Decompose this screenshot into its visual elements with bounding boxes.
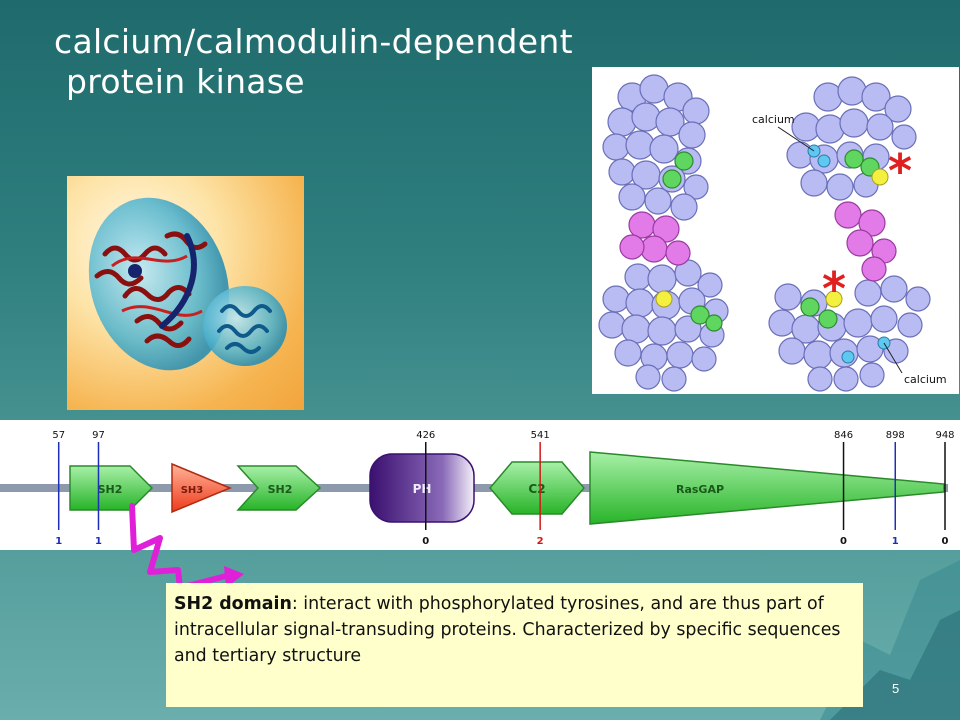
domain-ph-label: PH (413, 482, 432, 496)
left-molecule-atoms (598, 74, 729, 392)
sh2-description-callout: SH2 domain: interact with phosphorylated… (166, 583, 863, 707)
position-count-label: 0 (942, 536, 949, 547)
callout-term: SH2 domain (174, 594, 292, 614)
squiggle-arrow-path (129, 503, 229, 591)
slide-title: calcium/calmodulin-dependent protein kin… (54, 22, 573, 102)
calcium-label-top: calcium (752, 113, 795, 126)
title-line-1: calcium/calmodulin-dependent (54, 22, 573, 61)
asterisk-marker-bottom: * (822, 262, 846, 316)
calcium-leader-lines (777, 126, 903, 374)
calcium-ions (807, 144, 891, 364)
domain-architecture-map: SH2 SH3 SH2 PH C2 RasGAP 57 1 97 1 426 0 541 2 8… (0, 420, 960, 550)
position-tick-label: 948 (935, 430, 954, 441)
domain-c2-label: C2 (528, 482, 545, 496)
position-tick-label: 541 (531, 430, 550, 441)
domain-rasgap-label: RasGAP (676, 483, 724, 496)
left-molecule-linker (619, 211, 691, 266)
squiggle-arrow-head (224, 566, 244, 588)
blue-ribbon-helices (217, 304, 272, 354)
domain-c2-shape (489, 461, 585, 515)
right-molecule-linker (834, 201, 897, 282)
small-lobe-surface (203, 286, 287, 366)
page-number: 5 (892, 681, 900, 696)
position-count-label: 2 (537, 536, 544, 547)
position-ticks: 57 1 97 1 426 0 541 2 846 0 898 1 948 0 (52, 430, 954, 547)
title-line-2: protein kinase (66, 62, 305, 101)
position-tick-label: 898 (886, 430, 905, 441)
calmodulin-peptide (159, 233, 197, 329)
position-count-label: 0 (840, 536, 847, 547)
right-molecule-green-residues (800, 149, 880, 329)
domain-ph-shape (369, 453, 475, 523)
position-tick-label: 97 (92, 430, 105, 441)
left-molecule-yellow-residues (655, 290, 673, 308)
domain-map-graphic: SH2 SH3 SH2 PH C2 RasGAP 57 1 97 1 426 0 541 2 8… (0, 430, 955, 547)
domain-sh2-2-label: SH2 (268, 483, 293, 496)
position-count-label: 0 (422, 536, 429, 547)
position-count-label: 1 (892, 536, 899, 547)
callout-text: : interact with phosphorylated tyrosines… (174, 594, 841, 666)
position-tick-label: 846 (834, 430, 853, 441)
atp-ball (128, 264, 142, 278)
spacefill-graphic: calcium calcium * * (598, 74, 947, 392)
position-count-label: 1 (95, 536, 102, 547)
asterisk-marker-top: * (888, 144, 912, 198)
kinase-ribbon-structure-image (67, 176, 304, 410)
calmodulin-spacefill-image: calcium calcium * * (592, 67, 959, 394)
position-count-label: 1 (55, 536, 62, 547)
calcium-label-bottom: calcium (904, 373, 947, 386)
domain-sh2-1-shape (69, 465, 154, 511)
right-molecule-yellow-residues (825, 168, 889, 308)
position-tick-label: 426 (416, 430, 435, 441)
red-ribbon-helices (94, 231, 208, 348)
domain-sh3-shape (171, 462, 232, 514)
domain-sh2-1-label: SH2 (98, 483, 123, 496)
domain-sh2-2-shape (236, 465, 322, 511)
left-molecule-green-residues (662, 151, 723, 332)
position-tick-label: 57 (52, 430, 65, 441)
domain-sh3-label: SH3 (181, 485, 204, 496)
large-lobe-surface (88, 197, 230, 371)
domain-rasgap-shape (589, 451, 945, 525)
red-ribbon-loops (111, 254, 203, 317)
ribbon-structure-graphic (88, 197, 287, 371)
